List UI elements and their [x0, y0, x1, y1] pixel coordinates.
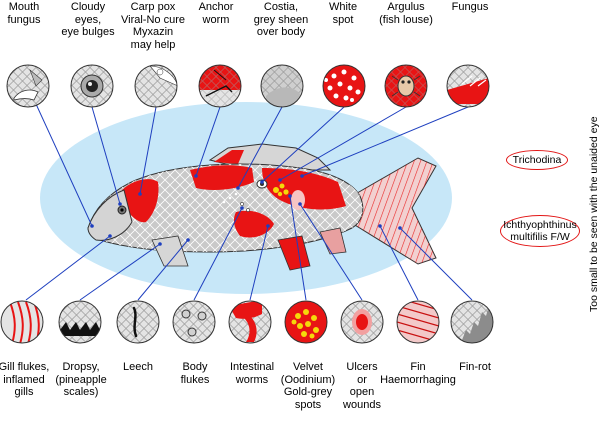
label-fin-haemorrhaging: Fin Haemorrhaging	[380, 361, 456, 386]
symptom-circle-fin-rot	[450, 300, 494, 344]
label-fungus: Fungus	[451, 1, 489, 13]
symptom-circle-cloudy-eyes	[70, 64, 114, 108]
label-cloudy-eyes: Cloudy eyes, eye bulges	[61, 1, 115, 38]
symptom-circle-anchor-worm	[198, 64, 242, 108]
koi-fish	[87, 143, 437, 271]
symptom-circle-velvet	[284, 300, 328, 344]
label-carp-pox: Carp pox Viral-No cure Myxazin may help	[121, 1, 185, 51]
label-leech: Leech	[123, 361, 153, 373]
label-anchor-worm: Anchor worm	[198, 1, 234, 26]
symptom-circle-gill-flukes	[0, 300, 44, 344]
label-argulus: Argulus (fish louse)	[379, 1, 433, 26]
symptom-circle-costia	[260, 64, 304, 108]
label-ulcers: Ulcers or open wounds	[343, 361, 381, 411]
label-dropsy: Dropsy, (pineapple scales)	[55, 361, 107, 398]
symptom-circle-leech	[116, 300, 160, 344]
symptom-circle-dropsy	[58, 300, 102, 344]
symptom-circle-ulcers	[340, 300, 384, 344]
label-fin-rot: Fin-rot	[459, 361, 491, 373]
note-too-small: Too small to be seen with the unaided ey…	[588, 116, 600, 312]
symptom-circle-carp-pox	[134, 64, 178, 108]
symptom-circle-mouth-fungus	[6, 64, 50, 108]
symptom-circle-body-flukes	[172, 300, 216, 344]
symptom-circle-fin-haemorrhaging	[396, 300, 440, 344]
symptom-circle-fungus	[446, 64, 490, 108]
label-costia: Costia, grey sheen over body	[253, 1, 309, 38]
label-body-flukes: Body flukes	[180, 361, 210, 386]
label-gill-flukes: Gill flukes, inflamed gills	[0, 361, 50, 398]
label-ichthyophthinus: Ichthyophthinus multifilis F/W	[500, 215, 580, 247]
symptom-circle-white-spot	[322, 64, 366, 108]
label-white-spot: White spot	[328, 1, 358, 26]
pointer-lines	[25, 103, 473, 301]
label-trichodina: Trichodina	[506, 150, 568, 170]
label-velvet: Velvet (Oodinium) Gold-grey spots	[280, 361, 336, 411]
label-mouth-fungus: Mouth fungus	[7, 1, 41, 26]
label-intestinal-worms: Intestinal worms	[229, 361, 275, 386]
symptom-circle-intestinal-worms	[228, 300, 272, 344]
symptom-circle-argulus	[384, 64, 428, 108]
